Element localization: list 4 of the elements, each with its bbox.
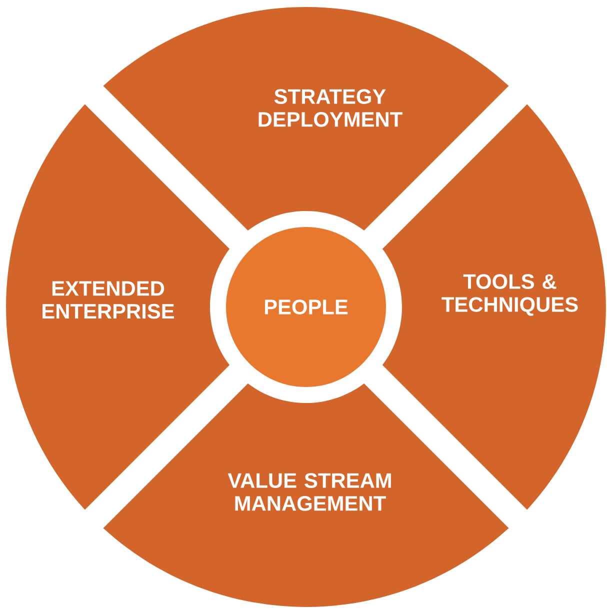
node-label: EXTENDED ENTERPRISE bbox=[42, 281, 174, 319]
sector-segment: VALUE STREAM MANAGEMENT bbox=[103, 383, 509, 607]
node-label: TOOLS & TECHNIQUES bbox=[442, 274, 578, 316]
sector-segment: STRATEGY DEPLOYMENT bbox=[103, 7, 509, 231]
